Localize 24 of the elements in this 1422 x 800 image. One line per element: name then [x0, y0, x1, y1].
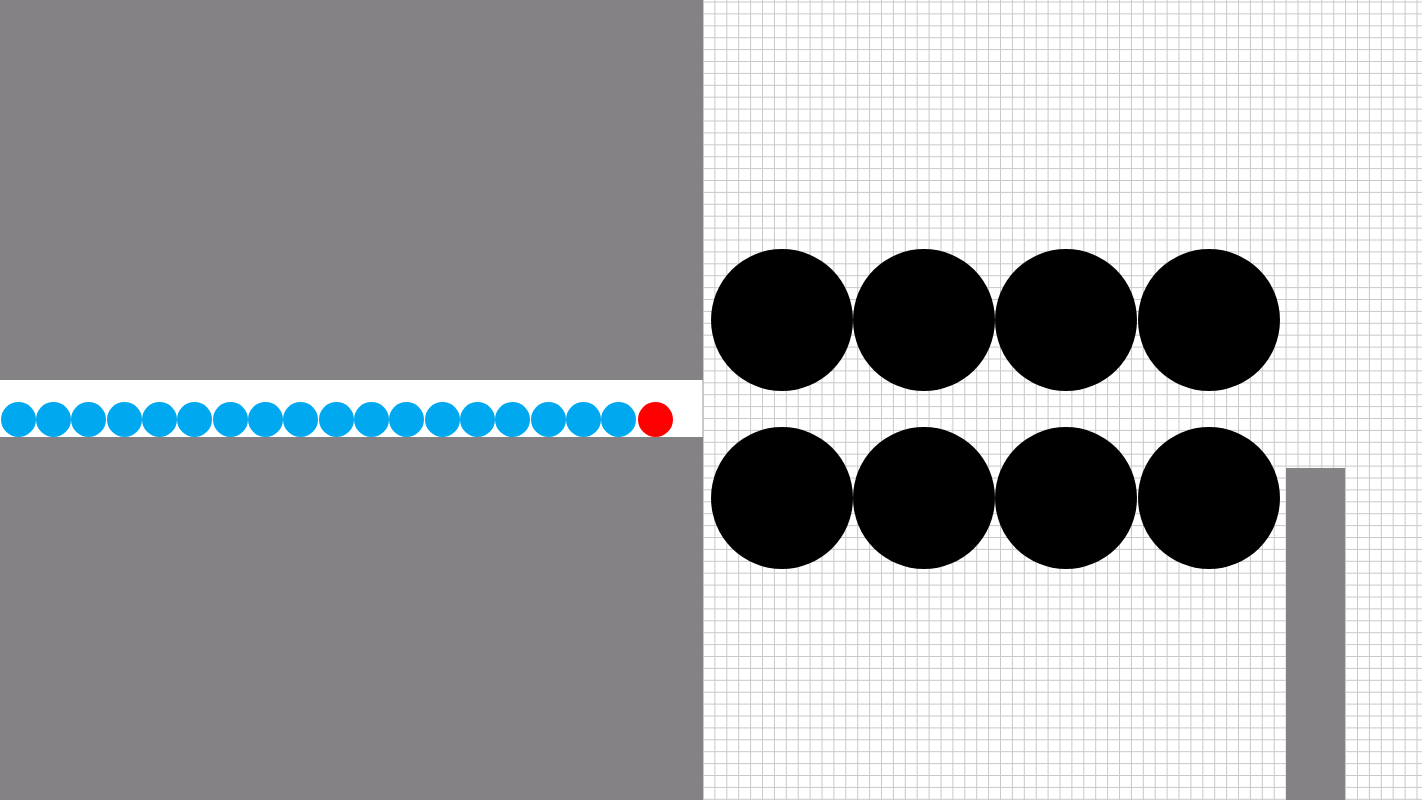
- disc: [711, 249, 853, 391]
- ball: [141, 401, 177, 437]
- ball: [283, 401, 319, 437]
- ball: [354, 401, 389, 437]
- ball: [601, 401, 637, 437]
- ball: [389, 401, 425, 437]
- ball: [530, 401, 566, 437]
- wall-block: [0, 0, 703, 380]
- wall-block: [0, 437, 703, 800]
- ball: [106, 401, 142, 437]
- ball: [0, 401, 36, 437]
- ball: [212, 401, 248, 437]
- ball: [318, 401, 354, 437]
- ball: [460, 401, 496, 437]
- disc: [711, 427, 853, 569]
- ball: [247, 401, 283, 437]
- ball: [35, 401, 71, 437]
- ball: [495, 401, 531, 437]
- ball: [566, 401, 602, 437]
- ball: [424, 401, 460, 437]
- ball: [637, 401, 673, 437]
- ball: [71, 401, 107, 437]
- post: [1286, 468, 1345, 800]
- ball: [177, 401, 213, 437]
